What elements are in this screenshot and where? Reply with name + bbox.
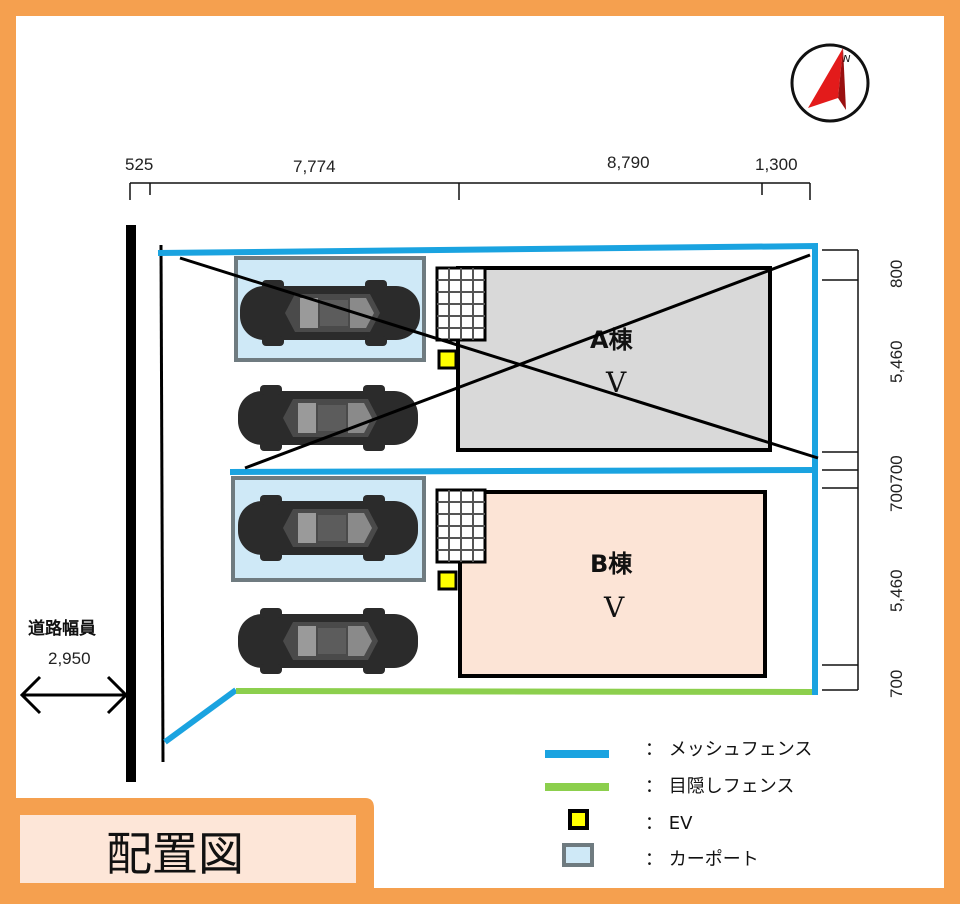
car-2: [238, 385, 418, 451]
page-title: 配置図: [106, 827, 244, 881]
building-b: [458, 490, 767, 678]
legend-ev-label: ： EV: [645, 813, 693, 834]
car-3: [238, 495, 418, 561]
title-box: [20, 815, 356, 883]
cross-out-lines: [179, 253, 819, 470]
building-a: [456, 266, 772, 452]
compass-label: N: [843, 54, 851, 65]
dim-right-800: 800: [887, 260, 906, 288]
dim-right-700-700: 700700: [887, 455, 906, 512]
legend-ev-swatch: [568, 809, 589, 830]
north-compass-icon: N: [790, 43, 870, 123]
site-boundary-left: [159, 244, 165, 763]
building-b-mark: V: [603, 591, 625, 624]
legend: ： メッシュフェンス ： 目隠しフェンス ： EV ： カーポート: [545, 739, 812, 870]
legend-carport-label: ： カーポート: [645, 849, 759, 870]
top-dimensions: [129, 182, 811, 200]
dim-top-525: 525: [125, 155, 153, 174]
road-width-label: 道路幅員: [28, 618, 96, 639]
ev-charger-a: [437, 349, 458, 370]
dim-top-8790: 8,790: [607, 153, 650, 172]
building-b-label: B棟: [590, 550, 633, 578]
legend-carport-swatch: [562, 843, 594, 867]
grid-b: [435, 488, 487, 564]
ev-charger-b: [437, 570, 458, 591]
dim-top-1300: 1,300: [755, 155, 798, 174]
building-a-mark: V: [605, 366, 627, 399]
legend-screen-fence-label: ： 目隠しフェンス: [645, 776, 794, 797]
car-1: [240, 280, 420, 346]
screen-fence: [235, 688, 813, 695]
dim-right-700: 700: [887, 670, 906, 698]
dim-top-7774: 7,774: [293, 157, 336, 176]
car-4: [238, 608, 418, 674]
road-width-value: 2,950: [48, 649, 91, 668]
legend-mesh-fence-label: ： メッシュフェンス: [645, 739, 812, 760]
double-arrow-icon: [19, 675, 129, 715]
right-dimensions: [822, 249, 859, 691]
mesh-fence: [157, 242, 818, 745]
dim-right-5460-a: 5,460: [887, 340, 906, 383]
dim-right-5460-b: 5,460: [887, 569, 906, 612]
grid-a: [435, 266, 487, 342]
